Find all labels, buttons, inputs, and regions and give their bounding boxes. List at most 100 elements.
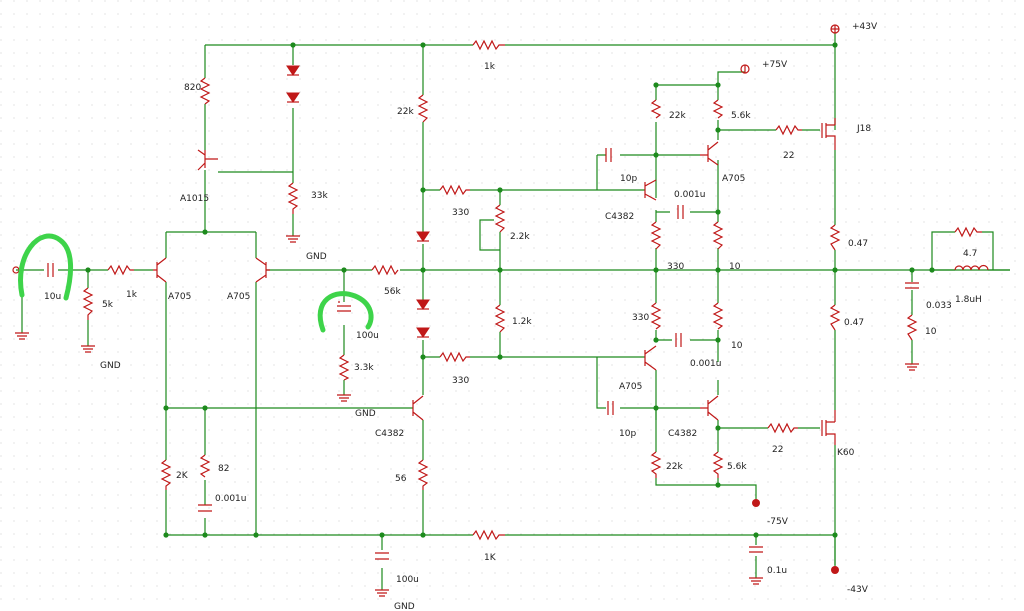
resistor-56k: [371, 264, 399, 276]
resistor-22k-driver-top: [650, 99, 662, 119]
label-k60: K60: [837, 448, 855, 458]
label-r56: 56: [395, 474, 407, 484]
capacitor-0001-a: [677, 205, 684, 219]
resistor-4-7: [954, 226, 982, 238]
label-r10-z: 10: [925, 327, 937, 337]
transistor-a1015: [197, 149, 218, 171]
diode-vas-3: [416, 327, 430, 338]
label-v75n: -75V: [767, 517, 789, 527]
label-r820: 820: [184, 83, 201, 93]
label-a705-3: A705: [619, 382, 642, 392]
resistor-82: [199, 454, 211, 478]
capacitor-0-1u: [749, 546, 763, 553]
transistor-a705-2: [255, 257, 270, 283]
label-c0-1u: 0.1u: [767, 566, 787, 576]
label-r330-a: 330: [452, 208, 469, 218]
label-gnd-in: GND: [100, 361, 121, 371]
label-r330-b: 330: [667, 262, 684, 272]
highlight-input-capacitor: [18, 233, 74, 301]
label-r2k: 2K: [176, 471, 189, 481]
label-r5-6k-b: 5.6k: [727, 462, 747, 472]
resistor-22-bot: [767, 422, 798, 434]
resistor-33k: [287, 182, 299, 214]
resistor-10-zobel: [906, 314, 918, 341]
diode-vas-1: [416, 231, 430, 242]
label-v43p: +43V: [852, 22, 878, 32]
label-c0001-a: 0.001u: [674, 190, 705, 200]
label-a705-1: A705: [168, 292, 191, 302]
capacitor-0-033: [905, 282, 919, 289]
label-c0001-b: 0.001u: [690, 359, 721, 369]
resistor-5-6k-top: [712, 99, 724, 119]
junction-dots: [85, 42, 935, 538]
resistor-1k-in: [107, 264, 134, 276]
diode-vas-2: [416, 299, 430, 310]
resistor-1k-top: [472, 39, 505, 51]
transistor-a705-driver-top: [700, 141, 719, 166]
wires: [16, 32, 1010, 590]
label-r0-47-a: 0.47: [848, 239, 868, 249]
ground-symbol: [905, 363, 919, 371]
label-gnd-vas: GND: [355, 409, 376, 419]
resistor-2-2k: [494, 204, 506, 233]
capacitor-0001-b: [675, 333, 682, 347]
label-r3-3k: 3.3k: [354, 363, 374, 373]
ground-symbol: [337, 394, 351, 402]
capacitor-100u-b: [375, 552, 389, 560]
resistor-10-b: [712, 302, 724, 330]
resistor-330-lower: [439, 351, 470, 363]
label-r0-47-b: 0.47: [844, 318, 864, 328]
resistor-5-6k-bot: [712, 451, 724, 478]
ground-symbol: [286, 235, 300, 243]
label-c4382-r: C4382: [605, 212, 634, 222]
resistor-330-b: [650, 302, 662, 330]
label-a1015: A1015: [180, 194, 209, 204]
resistor-0-47-top: [829, 224, 841, 251]
labels: 820 33k A1015 1k 22k 22k 5.6k +75V +43V …: [44, 22, 982, 611]
label-a705-r: A705: [722, 174, 745, 184]
capacitor-10p-b: [607, 401, 614, 415]
label-r5-6k-a: 5.6k: [731, 111, 751, 121]
label-v43n: -43V: [847, 585, 869, 595]
capacitor-10p-a: [605, 148, 612, 162]
label-r2-2k: 2.2k: [510, 232, 530, 242]
label-r22k-b: 22k: [669, 111, 686, 121]
ground-symbol: [749, 577, 763, 585]
supply-plus-75: [740, 64, 750, 74]
capacitor-100u-a: [337, 301, 351, 312]
capacitor-10u: [47, 263, 54, 277]
components: [12, 24, 989, 597]
resistor-22k-driver-bot: [650, 451, 662, 478]
diode-top-1: [286, 65, 300, 76]
supply-plus-43: [830, 24, 840, 34]
label-r1k-top: 1k: [484, 62, 496, 72]
resistor-22-top: [775, 124, 802, 136]
ground-symbol: [81, 345, 95, 353]
transistor-a705-right: [644, 345, 657, 371]
label-r82: 82: [218, 464, 229, 474]
transistor-c4382-vas: [412, 395, 424, 421]
resistor-1k-bot: [472, 529, 505, 541]
resistor-22k-vas: [417, 94, 429, 123]
label-l1-8uh: 1.8uH: [955, 295, 982, 305]
label-a705-2: A705: [227, 292, 250, 302]
resistor-330-a: [650, 221, 662, 250]
resistor-10-a: [712, 221, 724, 250]
hand-drawn-highlights: [18, 233, 374, 333]
capacitor-0001-c: [198, 504, 212, 512]
label-r22-a: 22: [783, 151, 794, 161]
label-r10-b: 10: [731, 341, 743, 351]
label-c10u: 10u: [44, 292, 61, 302]
resistor-0-47-bot: [829, 304, 841, 331]
transistor-a705-1: [153, 257, 167, 283]
mosfet-j18: [821, 118, 836, 150]
label-r1k-bot: 1K: [484, 553, 497, 563]
supply-minus-43: [831, 566, 839, 574]
label-v75p: +75V: [762, 60, 788, 70]
resistor-56: [417, 459, 429, 490]
label-c4382-b: C4382: [668, 429, 697, 439]
label-c100u-a: 100u: [356, 331, 379, 341]
label-r22-b: 22: [772, 445, 783, 455]
